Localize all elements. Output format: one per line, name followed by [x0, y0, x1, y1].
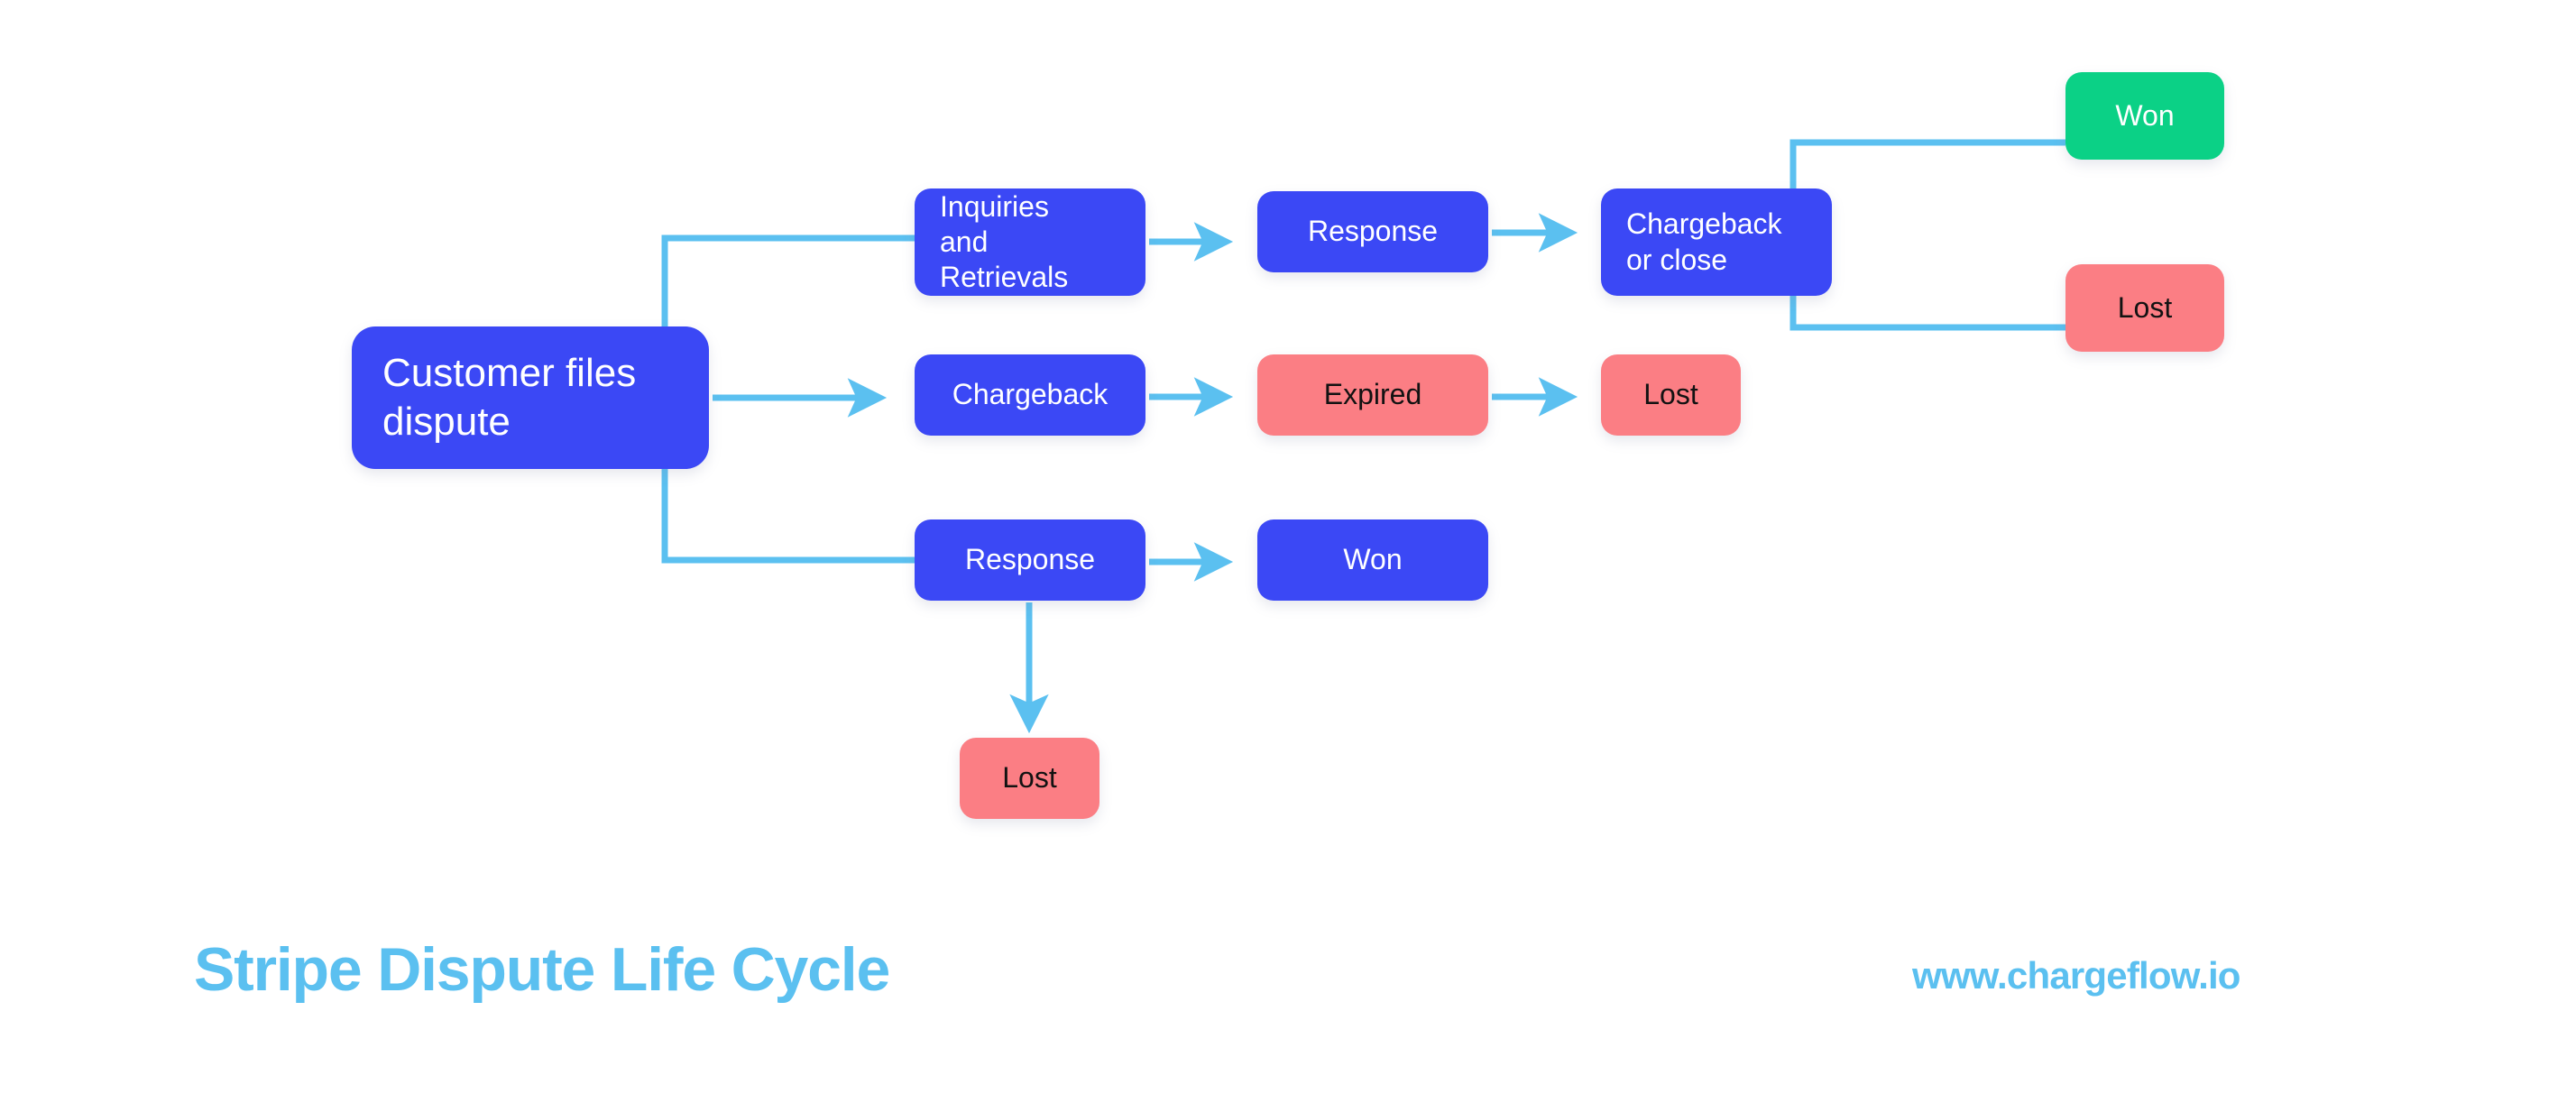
node-lost-right[interactable]: Lost [2065, 264, 2224, 352]
site-url: www.chargeflow.io [1912, 954, 2240, 997]
node-expired[interactable]: Expired [1257, 354, 1488, 436]
node-won-bottom[interactable]: Won [1257, 519, 1488, 601]
node-response-top[interactable]: Response [1257, 191, 1488, 272]
node-lost-middle[interactable]: Lost [1601, 354, 1741, 436]
node-label: Customer files dispute [382, 351, 637, 444]
edge-close-to-won [1789, 139, 2065, 245]
node-response-bottom[interactable]: Response [915, 519, 1145, 601]
node-label: Response [1307, 215, 1439, 248]
diagram-title: Stripe Dispute Life Cycle [194, 935, 890, 1004]
node-inquiries-and-retrievals[interactable]: Inquiries and Retrievals [915, 188, 1145, 296]
node-label: Chargeback [952, 378, 1109, 411]
node-label: Chargeback or close [1626, 207, 1782, 276]
node-label: Won [1343, 543, 1403, 576]
edge-close-to-lost [1789, 238, 2065, 331]
node-label: Won [2115, 98, 2175, 132]
node-lost-bottom[interactable]: Lost [960, 738, 1099, 819]
node-label: Inquiries and Retrievals [940, 189, 1069, 294]
node-won-right[interactable]: Won [2065, 72, 2224, 160]
node-label: Lost [2117, 290, 2173, 324]
node-label: Expired [1323, 378, 1422, 411]
node-label: Lost [1643, 378, 1698, 411]
node-chargeback[interactable]: Chargeback [915, 354, 1145, 436]
node-label: Response [964, 543, 1096, 576]
node-chargeback-or-close[interactable]: Chargeback or close [1601, 188, 1832, 296]
node-customer-files-dispute[interactable]: Customer files dispute [352, 326, 709, 469]
node-label: Lost [1002, 761, 1057, 795]
